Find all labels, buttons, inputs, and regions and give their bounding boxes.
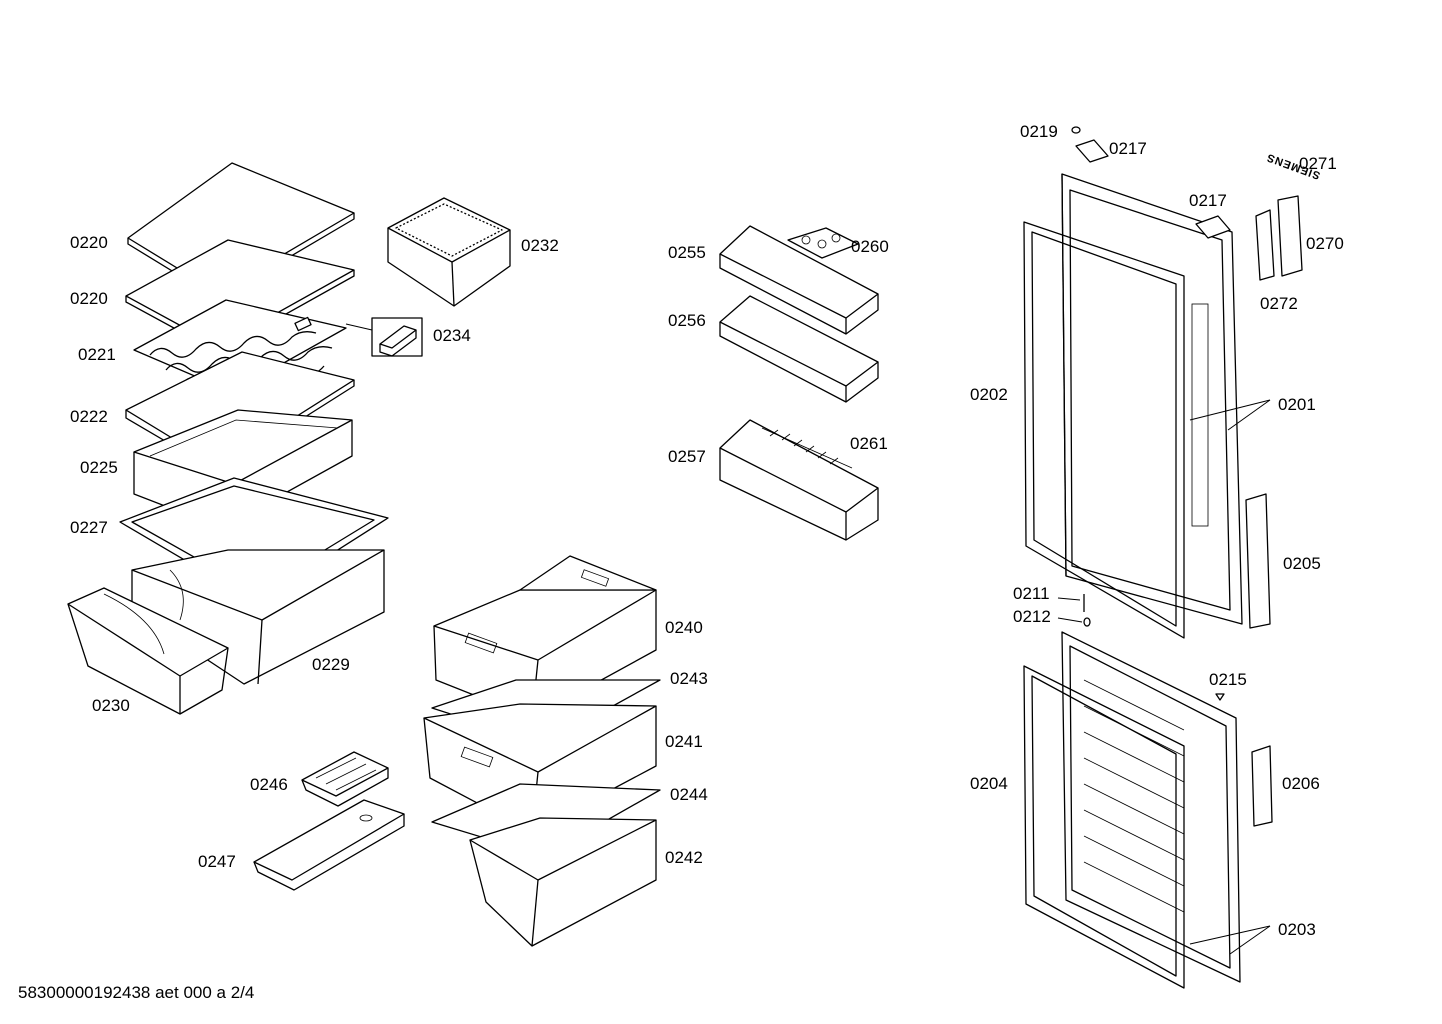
handle-0206: [1251, 745, 1273, 827]
door-bin-0256: [719, 295, 879, 403]
label-0219: 0219: [1020, 122, 1058, 141]
leader-lines: [1057, 399, 1271, 955]
label-0229: 0229: [312, 655, 350, 674]
fridge-gasket-0202: [1023, 221, 1185, 639]
label-0227: 0227: [70, 518, 108, 537]
label-0206: 0206: [1282, 774, 1320, 793]
crisper-0229: [131, 549, 385, 685]
label-0255: 0255: [668, 243, 706, 262]
clip-0234: [345, 317, 423, 357]
label-0225: 0225: [80, 458, 118, 477]
label-0256: 0256: [668, 311, 706, 330]
label-0221: 0221: [78, 345, 116, 364]
label-0220-top: 0220: [70, 233, 108, 252]
label-0212: 0212: [1013, 607, 1051, 626]
panel-0270: [1277, 195, 1303, 277]
panel-0272: [1255, 209, 1275, 281]
tray-0225: [133, 409, 353, 529]
label-0242: 0242: [665, 848, 703, 867]
drawer-0240: [433, 555, 657, 719]
label-0240: 0240: [665, 618, 703, 637]
label-0257: 0257: [668, 447, 706, 466]
label-0201: 0201: [1278, 395, 1316, 414]
handle-0205: [1245, 493, 1271, 629]
tray-0247: [253, 799, 405, 891]
label-0211: 0211: [1013, 584, 1050, 603]
freezer-door-0203: [1061, 631, 1241, 983]
label-0272: 0272: [1260, 294, 1298, 313]
door-bin-0257: [719, 419, 879, 541]
label-0270: 0270: [1306, 234, 1344, 253]
door-bin-0255: [719, 225, 879, 335]
drawer-0242: [469, 817, 657, 947]
ice-tray-0246: [301, 751, 389, 807]
label-0220-second: 0220: [70, 289, 108, 308]
label-0217-right: 0217: [1189, 191, 1227, 210]
label-0215: 0215: [1209, 670, 1247, 689]
hinge-parts: [1071, 126, 1231, 701]
label-0204: 0204: [970, 774, 1008, 793]
label-0203: 0203: [1278, 920, 1316, 939]
label-0247: 0247: [198, 852, 236, 871]
label-0234: 0234: [433, 326, 471, 345]
label-0205: 0205: [1283, 554, 1321, 573]
label-0202: 0202: [970, 385, 1008, 404]
label-0230: 0230: [92, 696, 130, 715]
label-0260: 0260: [851, 237, 889, 256]
label-0246: 0246: [250, 775, 288, 794]
label-0222: 0222: [70, 407, 108, 426]
label-0217-top: 0217: [1109, 139, 1147, 158]
bin-0230: [67, 587, 229, 715]
label-0244: 0244: [670, 785, 708, 804]
label-0232: 0232: [521, 236, 559, 255]
freezer-gasket-0204: [1023, 665, 1185, 989]
filter-box-0232: [387, 197, 511, 307]
label-0261: 0261: [850, 434, 888, 453]
label-0243: 0243: [670, 669, 708, 688]
label-0271: 0271: [1299, 154, 1337, 173]
fridge-door-0201: [1061, 173, 1243, 625]
label-0241: 0241: [665, 732, 703, 751]
document-footer: 58300000192438 aet 000 a 2/4: [18, 983, 255, 1002]
